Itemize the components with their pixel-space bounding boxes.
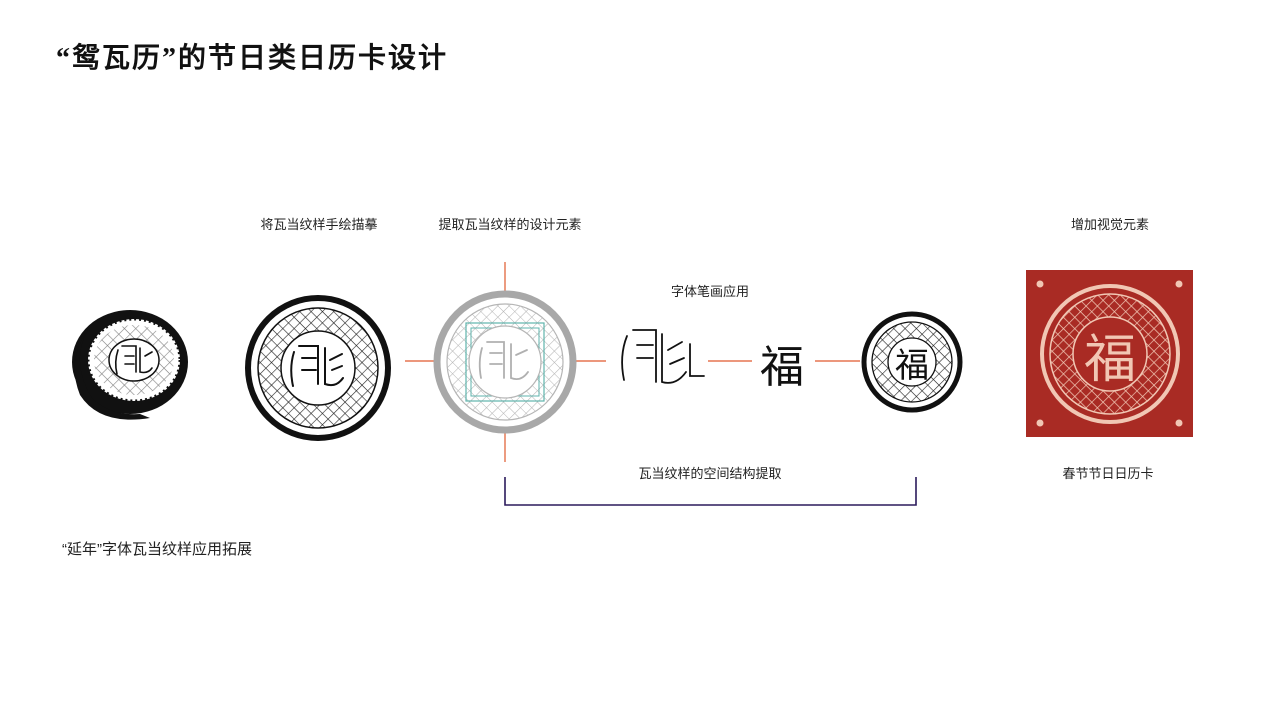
caption-strokes: 字体笔画应用 <box>670 284 750 299</box>
caption-visual: 增加视觉元素 <box>1070 217 1150 232</box>
caption-extract: 提取瓦当纹样的设计元素 <box>438 217 582 232</box>
caption-structure: 瓦当纹样的空间结构提取 <box>638 466 782 481</box>
tile-fu: 福 <box>861 311 963 413</box>
calendar-card: 福 <box>1026 270 1193 437</box>
tile-extracted <box>433 290 577 434</box>
caption-trace: 将瓦当纹样手绘描摹 <box>260 217 378 232</box>
glyph-yannian <box>621 329 705 384</box>
card-fu-glyph: 福 <box>1084 330 1136 390</box>
structure-bracket <box>504 477 917 506</box>
page-title: “鸳瓦历”的节日类日历卡设计 <box>56 43 449 74</box>
tile-rubbing <box>72 310 188 420</box>
tile-fu-glyph: 福 <box>895 346 929 386</box>
caption-card: 春节节日日历卡 <box>1062 466 1154 481</box>
glyph-fu: 福 <box>760 342 804 393</box>
subtitle: “延年”字体瓦当纹样应用拓展 <box>62 541 252 558</box>
tile-traced <box>245 295 391 441</box>
